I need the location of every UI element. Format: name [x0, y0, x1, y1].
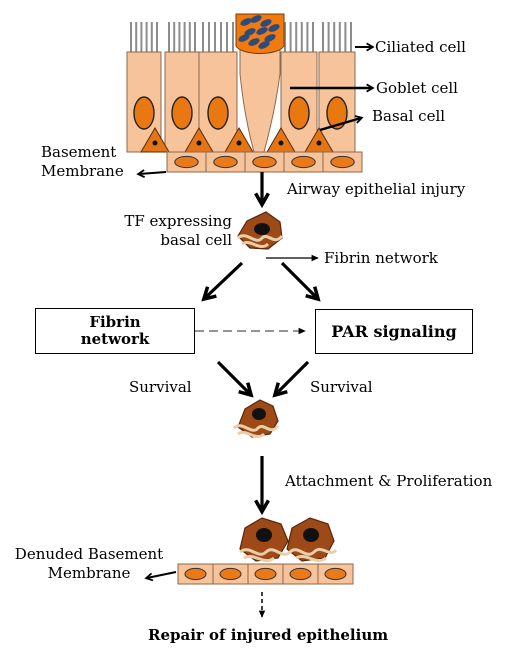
membrane-cell-nucleus	[290, 568, 311, 579]
airway-epithelium	[127, 14, 362, 172]
basement-membrane-label-line2: Membrane	[41, 162, 124, 181]
membrane-cell-nucleus	[253, 156, 276, 167]
attachment-proliferation-label: Attachment & Proliferation	[285, 472, 492, 490]
fibrin-network-label: Fibrin network	[324, 249, 438, 267]
survival-left-label: Survival	[129, 378, 192, 396]
survival-arrow-left	[218, 362, 250, 394]
cell-nucleus	[134, 97, 154, 129]
tf-basal-cell-label-line2: basal cell	[90, 231, 232, 250]
denuded-basement-membrane	[178, 564, 353, 584]
membrane-cell-nucleus	[331, 156, 354, 167]
par-signaling-box: PAR signaling	[315, 309, 473, 354]
basement-membrane-pointer	[139, 172, 166, 174]
goblet-cell-label: Goblet cell	[376, 79, 458, 97]
basal-cell-nucleus	[237, 141, 242, 146]
denuded-membrane-label-line2: Membrane	[9, 564, 169, 583]
basal-cell-nucleus	[153, 141, 158, 146]
membrane-cell-nucleus	[325, 568, 346, 579]
membrane-cell-nucleus	[255, 568, 276, 579]
arrow-to-fibrin-box	[205, 263, 242, 298]
membrane-cell-nucleus	[292, 156, 315, 167]
membrane-cell-nucleus	[175, 156, 198, 167]
basal-cell-nucleus	[317, 141, 322, 146]
tf-basal-cell	[238, 212, 282, 249]
tf-basal-cell-label-line1: TF expressing	[90, 212, 232, 231]
basement-membrane-top	[167, 152, 362, 172]
par-signaling-label: PAR signaling	[331, 322, 456, 341]
basement-membrane-label-line1: Basement	[41, 143, 124, 162]
cell-nucleus	[208, 97, 228, 129]
ciliated-cell-label: Ciliated cell	[375, 38, 466, 56]
basal-cell-nucleus	[279, 141, 284, 146]
cell-nucleus	[289, 97, 309, 129]
denuded-membrane-label-line1: Denuded Basement	[9, 545, 169, 564]
proliferating-basal-cells	[240, 518, 336, 561]
survival-arrow-right	[276, 362, 308, 394]
cell-nucleus	[172, 97, 192, 129]
basement-membrane-label: Basement Membrane	[41, 143, 124, 181]
tf-basal-cell-label: TF expressing basal cell	[90, 212, 232, 250]
fibrin-box-line2: network	[81, 331, 150, 348]
epithelial-cells	[127, 14, 355, 152]
airway-injury-label: Airway epithelial injury	[287, 180, 465, 198]
survival-right-label: Survival	[310, 378, 373, 396]
repair-label: Repair of injured epithelium	[148, 626, 388, 644]
denuded-membrane-label: Denuded Basement Membrane	[9, 545, 169, 583]
membrane-cell-nucleus	[185, 568, 206, 579]
surviving-basal-cell	[234, 400, 278, 437]
membrane-cell-nucleus	[220, 568, 241, 579]
fibrin-box-line1: Fibrin	[89, 314, 140, 331]
basal-cell-nucleus	[197, 141, 202, 146]
membrane-cell-nucleus	[214, 156, 237, 167]
basal-cell-label: Basal cell	[372, 107, 445, 125]
fibrin-network-box: Fibrin network	[35, 308, 195, 354]
arrow-to-par-box	[282, 263, 317, 298]
